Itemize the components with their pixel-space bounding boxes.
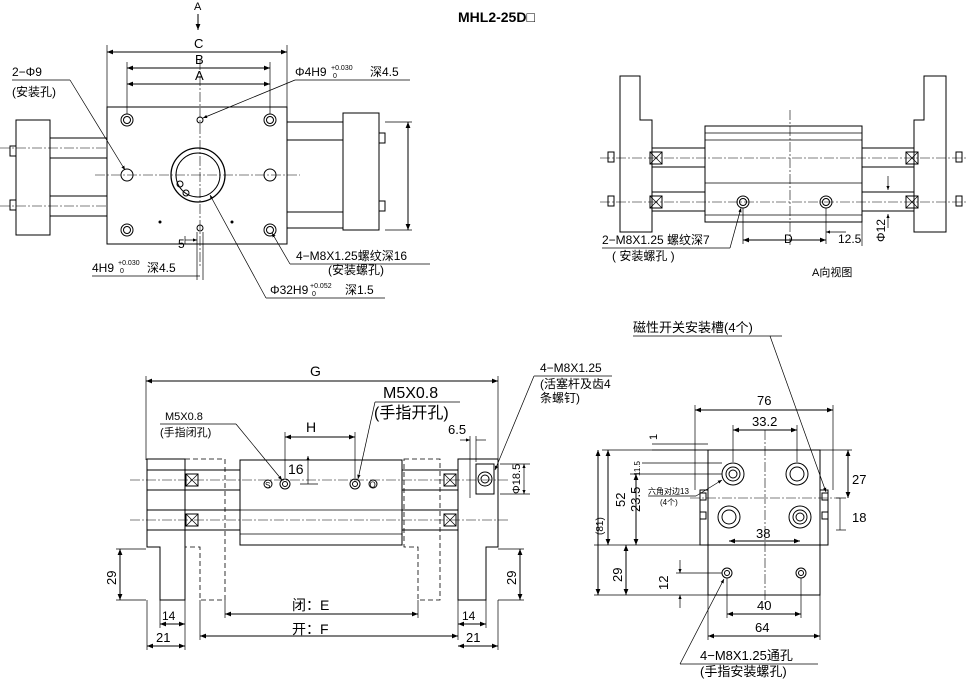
- m5-open-label: M5X0.8: [383, 385, 438, 402]
- front-view: G: [104, 361, 612, 650]
- dim-1: 1: [648, 434, 660, 440]
- dim-phi18-5: Φ18.5: [511, 464, 523, 494]
- dim-33-2: 33.2: [752, 414, 777, 429]
- m5-open-note: (手指开孔): [374, 404, 449, 422]
- m8-top-note-1: (活塞杆及齿4: [540, 376, 611, 391]
- m8-note: (安装螺孔): [328, 262, 384, 277]
- right-jaw: [913, 75, 947, 233]
- end-view: 磁性开关安装槽(4个) 76 33.2 1 11.5 52 23.5 (81): [594, 320, 866, 679]
- h4-tol-up: +0.030: [118, 260, 140, 267]
- right-jaw-outline: [342, 112, 380, 231]
- dim-14-left: 14: [162, 609, 176, 623]
- phi4-tol-low: 0: [333, 73, 337, 80]
- port-o-label: O: [370, 481, 376, 490]
- body: [704, 125, 863, 223]
- m8-top-label: 4−M8X1.25: [540, 361, 602, 375]
- dim-81: (81): [595, 517, 606, 535]
- dim-27: 27: [852, 472, 866, 487]
- dim-64: 64: [755, 620, 769, 635]
- dim-38: 38: [756, 526, 770, 541]
- dim-b: B: [195, 52, 204, 67]
- m8-side-label: 2−M8X1.25 螺纹深7: [602, 233, 710, 247]
- dim-29-end: 29: [610, 568, 625, 582]
- phi32-label: Φ32H9: [270, 283, 309, 297]
- dim-6-5: 6.5: [448, 422, 466, 437]
- view-a-label: A: [194, 1, 202, 13]
- dim-40: 40: [757, 598, 771, 613]
- hex-note-2: (4个): [660, 498, 678, 507]
- dim-g: G: [310, 363, 321, 379]
- dim-76: 76: [757, 393, 771, 408]
- body: [239, 459, 403, 546]
- m8-top-note-2: 条螺钉): [540, 391, 580, 405]
- phi32-tol-up: +0.052: [310, 283, 332, 290]
- phi32-tol-low: 0: [312, 291, 316, 298]
- dim-h: H: [306, 419, 316, 435]
- body-outline: [106, 106, 288, 245]
- dim-29-right: 29: [504, 571, 519, 585]
- dim-52: 52: [613, 493, 628, 507]
- phi4-label: Φ4H9: [295, 65, 327, 79]
- dim-closed-e: 闭：E: [292, 597, 329, 613]
- h4-label: 4H9: [92, 261, 114, 275]
- dim-14-right: 14: [462, 609, 476, 623]
- m8-side-note: ( 安装螺孔 ): [612, 248, 675, 263]
- top-view: A C B A 2−Φ9 (安装孔) Φ4H9 +0.030 0 深4.5 4−…: [0, 1, 430, 299]
- view-a-caption: A向视图: [812, 265, 852, 279]
- phi32-depth: 深1.5: [345, 283, 374, 297]
- dim-5: 5: [178, 237, 185, 251]
- dim-21-left: 21: [156, 630, 170, 645]
- left-jaw-outline: [15, 119, 51, 236]
- phi4-depth: 深4.5: [370, 65, 399, 79]
- dim-11-5: 11.5: [633, 460, 642, 476]
- dim-23-5: 23.5: [628, 487, 643, 512]
- hole-2phi9-label: 2−Φ9: [12, 65, 42, 79]
- drawing-title: MHL2-25D□: [458, 9, 535, 25]
- m8-through-label: 4−M8X1.25通孔: [700, 648, 793, 663]
- port-s-label: S: [265, 481, 270, 490]
- m8-label: 4−M8X1.25螺纹深16: [296, 249, 407, 263]
- dim-a: A: [195, 68, 204, 83]
- dim-12-5: 12.5: [838, 232, 862, 246]
- hole-2phi9-note: (安装孔): [12, 84, 56, 99]
- h4-depth: 深4.5: [147, 261, 176, 275]
- dim-18: 18: [852, 510, 866, 525]
- dim-12: 12: [656, 576, 671, 590]
- dim-d: D: [784, 232, 793, 246]
- h4-tol-low: 0: [120, 268, 124, 275]
- phi4-tol-up: +0.030: [331, 65, 353, 72]
- dim-phi12: Φ12: [874, 219, 888, 242]
- side-view-a: D 12.5 Φ12 2−M8X1.25 螺纹深7 ( 安装螺孔 ) A向视图: [600, 75, 966, 279]
- m8-through-note: (手指安装螺孔): [700, 664, 787, 679]
- dim-c: C: [194, 36, 203, 51]
- m5-close-note: (手指闭孔): [160, 425, 211, 439]
- dim-29-left: 29: [104, 571, 119, 585]
- dim-open-f: 开：F: [292, 621, 329, 637]
- m5-close-label: M5X0.8: [165, 411, 203, 423]
- slot-note: 磁性开关安装槽(4个): [633, 320, 753, 335]
- dim-21-right: 21: [466, 630, 480, 645]
- dim-16: 16: [288, 461, 304, 477]
- hex-note-1: 六角对边13: [648, 486, 689, 496]
- left-jaw: [619, 75, 653, 233]
